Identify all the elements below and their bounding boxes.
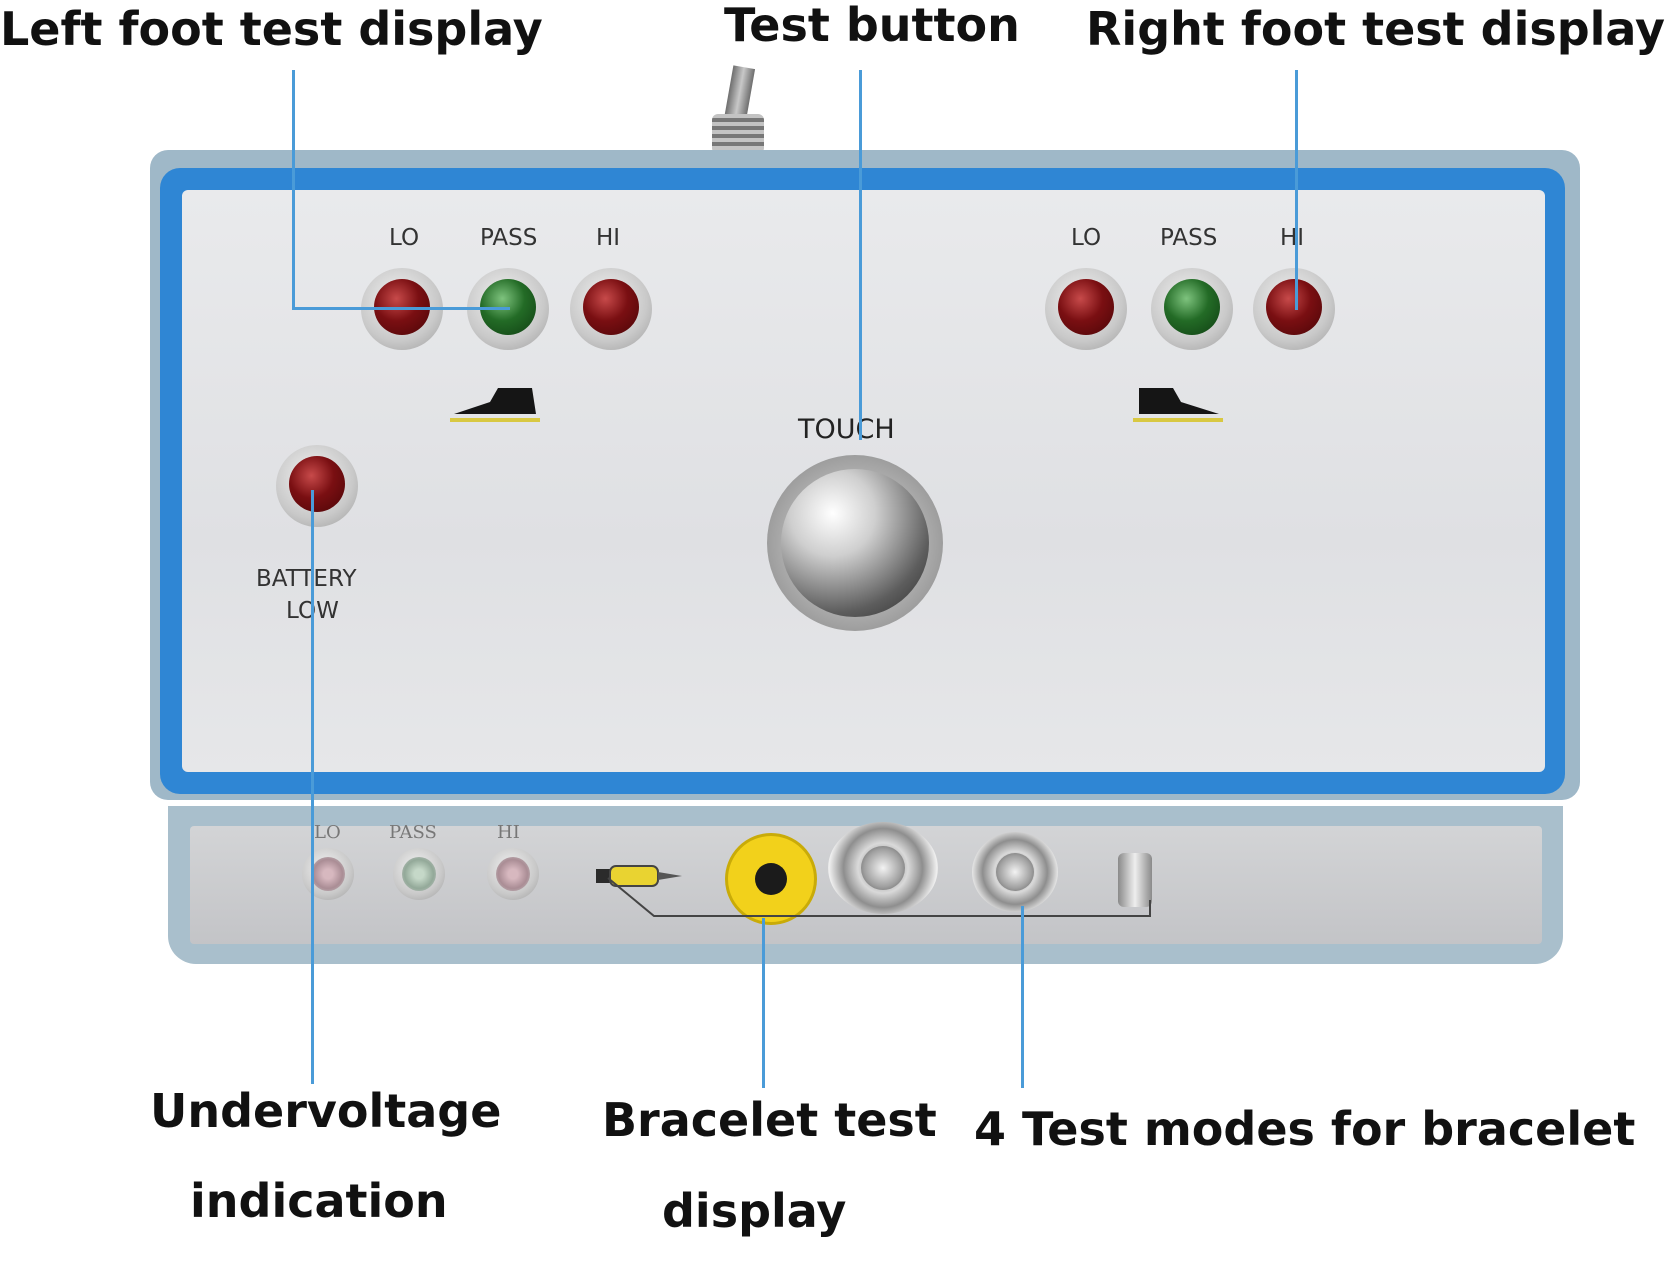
- right-pass-led: [1151, 268, 1233, 350]
- cord-strain-relief: [712, 114, 764, 154]
- left-shoe-icon: [450, 388, 540, 422]
- leader-test-button: [859, 70, 862, 440]
- battery-low-led: [276, 445, 358, 527]
- snap-connector-small[interactable]: [972, 832, 1058, 912]
- front-hi-label: HI: [497, 822, 520, 843]
- front-wiring-lines: [607, 877, 1151, 917]
- banana-plug-socket[interactable]: [1118, 853, 1152, 907]
- callout-undervoltage-line2: indication: [190, 1174, 448, 1228]
- left-lo-label: LO: [389, 225, 420, 251]
- callout-modes: 4 Test modes for bracelet: [974, 1102, 1636, 1156]
- front-pass-led: [393, 848, 445, 900]
- right-lo-led: [1045, 268, 1127, 350]
- front-hi-led: [487, 848, 539, 900]
- leader-left-foot-h: [292, 307, 510, 310]
- front-lo-label: LO: [314, 822, 341, 843]
- right-hi-label: HI: [1280, 225, 1305, 251]
- leader-left-foot-v: [292, 70, 295, 310]
- right-shoe-icon: [1133, 388, 1223, 422]
- left-pass-label: PASS: [480, 225, 538, 251]
- leader-right-foot: [1295, 70, 1298, 310]
- callout-bracelet-line1: Bracelet test: [602, 1093, 937, 1147]
- callout-test-button: Test button: [724, 0, 1020, 52]
- front-lo-led: [302, 848, 354, 900]
- right-lo-label: LO: [1071, 225, 1102, 251]
- leader-bracelet: [762, 918, 765, 1088]
- bracelet-jack[interactable]: [725, 833, 817, 925]
- left-hi-led: [570, 268, 652, 350]
- callout-right-foot: Right foot test display: [1086, 2, 1665, 56]
- touch-label: TOUCH: [798, 414, 895, 445]
- leader-modes: [1021, 906, 1024, 1088]
- right-hi-led: [1253, 268, 1335, 350]
- snap-connector-large[interactable]: [828, 822, 938, 914]
- callout-bracelet-line2: display: [662, 1184, 847, 1238]
- leader-undervoltage: [311, 490, 314, 1084]
- front-pass-label: PASS: [389, 822, 437, 843]
- battery-label-line1: BATTERY: [256, 566, 357, 592]
- left-hi-label: HI: [596, 225, 621, 251]
- right-pass-label: PASS: [1160, 225, 1218, 251]
- touch-button[interactable]: [767, 455, 943, 631]
- callout-undervoltage-line1: Undervoltage: [150, 1084, 502, 1138]
- callout-left-foot: Left foot test display: [0, 2, 543, 56]
- bracelet-plug-icon: [596, 865, 682, 887]
